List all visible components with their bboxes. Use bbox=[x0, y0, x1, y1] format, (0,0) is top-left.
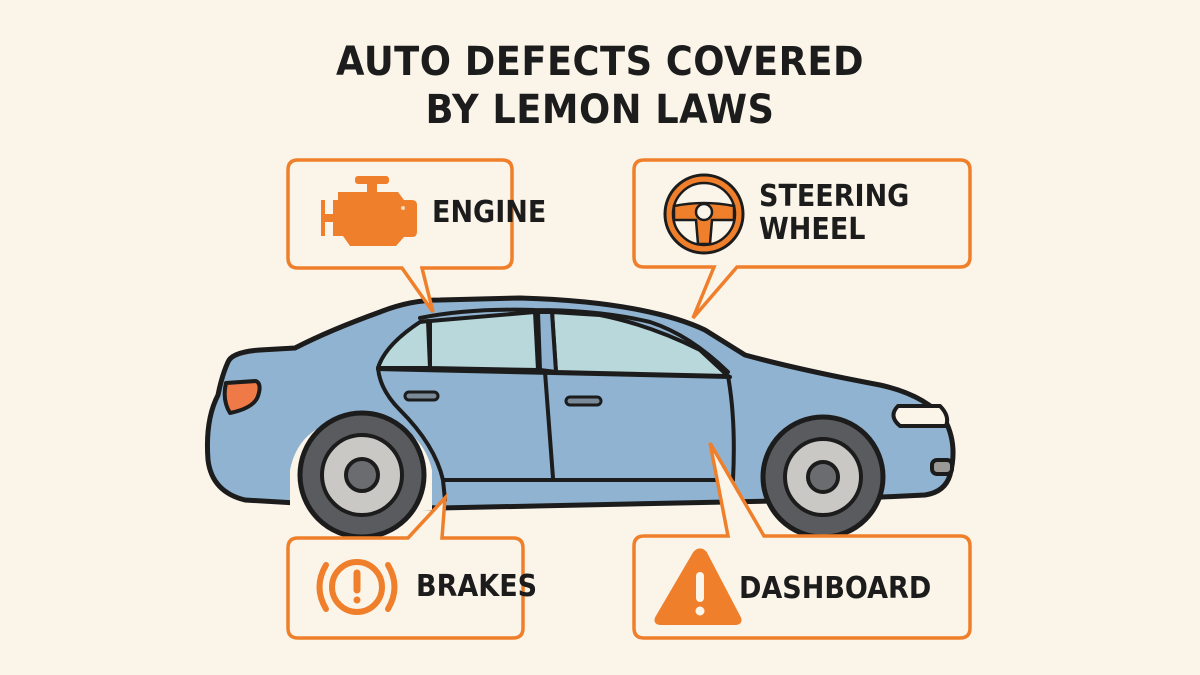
steering-label-line-2: WHEEL bbox=[759, 212, 866, 247]
engine-label: ENGINE bbox=[432, 195, 547, 230]
fog-light bbox=[930, 458, 954, 476]
brake-warning-icon bbox=[316, 559, 398, 615]
brakes-label: BRAKES bbox=[416, 569, 538, 604]
door-divider bbox=[543, 370, 555, 480]
rear-door-handle bbox=[403, 390, 440, 402]
front-door-window bbox=[550, 310, 730, 378]
title-line-2: BY LEMON LAWS bbox=[425, 87, 775, 133]
engine-icon bbox=[321, 176, 417, 246]
brakes-callout-bubble bbox=[286, 493, 525, 640]
steering-wheel-label: STEERING WHEEL bbox=[759, 180, 909, 246]
front-door-outline bbox=[726, 374, 736, 482]
rear-wheel bbox=[290, 410, 432, 540]
front-door-handle bbox=[564, 395, 603, 407]
rear-window bbox=[376, 319, 432, 370]
rear-door-outline bbox=[376, 366, 447, 502]
steering-label-line-1: STEERING bbox=[759, 179, 910, 214]
warning-triangle-icon bbox=[654, 548, 742, 625]
headlight bbox=[891, 404, 950, 428]
rear-door-window bbox=[428, 310, 540, 372]
title-line-1: AUTO DEFECTS COVERED bbox=[336, 39, 864, 85]
page-title: AUTO DEFECTS COVERED BY LEMON LAWS bbox=[48, 38, 1152, 134]
dashboard-label: DASHBOARD bbox=[739, 571, 932, 606]
b-pillar bbox=[536, 310, 558, 374]
steering-wheel-icon bbox=[663, 173, 745, 255]
car-illustration bbox=[204, 295, 956, 540]
front-wheel bbox=[760, 414, 886, 540]
taillight bbox=[222, 379, 262, 415]
